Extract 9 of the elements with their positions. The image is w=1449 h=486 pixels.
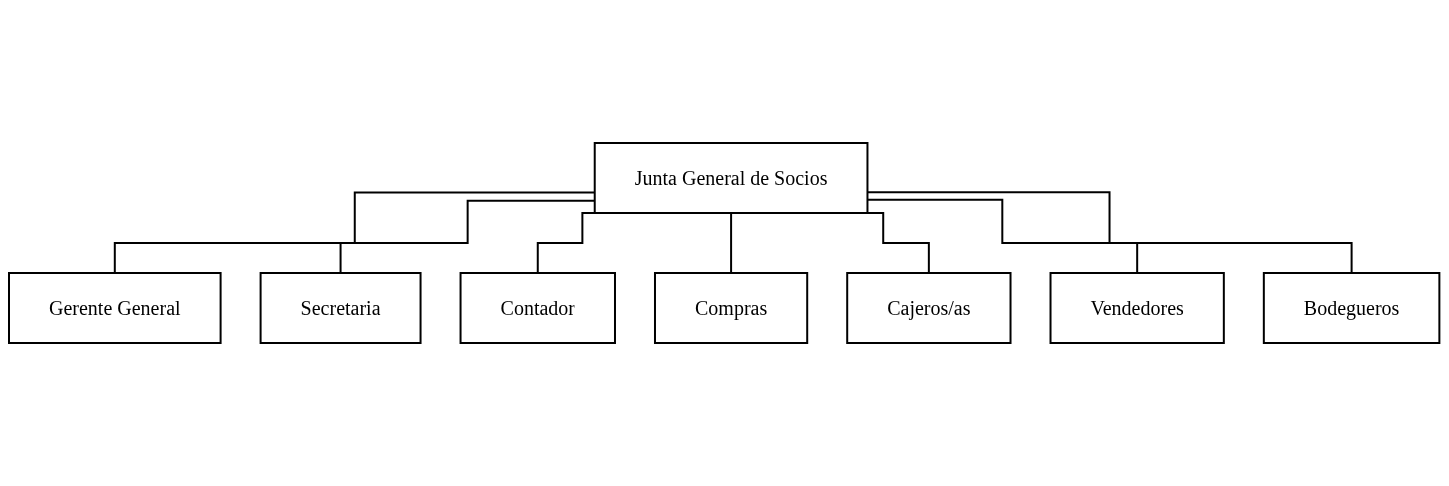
connector: [730, 212, 733, 274]
node-box: Compras: [654, 272, 809, 344]
node-box: Cajeros/as: [846, 272, 1012, 344]
node-box: Bodegueros: [1263, 272, 1441, 344]
node-box: Vendedores: [1049, 272, 1226, 344]
node-box: Contador: [459, 272, 617, 344]
node-box: Junta General de Socios: [594, 142, 869, 214]
node-box: Secretaria: [259, 272, 422, 344]
node-box: Gerente General: [8, 272, 222, 344]
